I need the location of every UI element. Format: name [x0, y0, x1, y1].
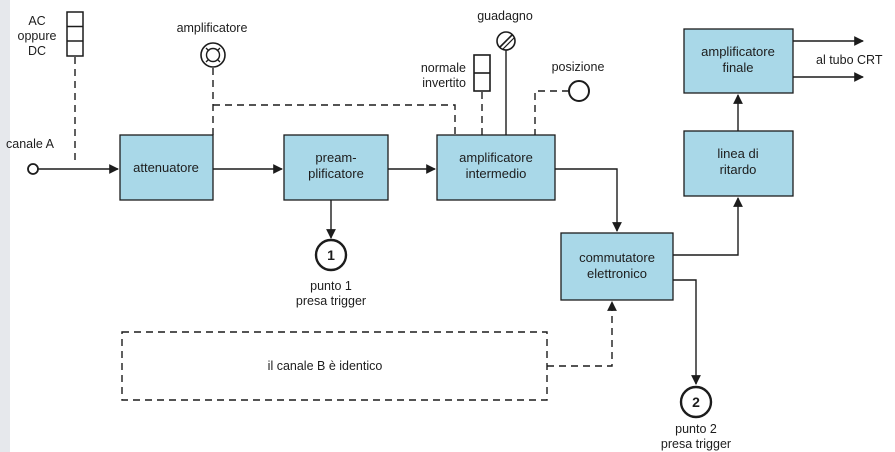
attenuator-knob-icon[interactable] [200, 42, 226, 68]
invertito-label: invertito [422, 76, 466, 90]
ac-dc-switch[interactable] [66, 11, 84, 57]
guadagno-label: guadagno [477, 9, 533, 23]
wire-commutatore-to-ritardo [673, 197, 743, 256]
block-preamplificatore: pream- plificatore [283, 134, 389, 201]
block-amplificatore-intermedio: amplificatore intermedio [436, 134, 556, 201]
posizione-label: posizione [552, 60, 605, 74]
punto1-trigger-label: presa trigger [296, 294, 366, 308]
intermedio-label-2: intermedio [466, 166, 527, 181]
trigger-point-2-icon[interactable] [679, 385, 713, 419]
canale-b-label: il canale B è identico [268, 359, 383, 373]
ac-dc-label-1: AC [28, 14, 45, 28]
page-edge-strip [0, 0, 10, 452]
commutatore-label-2: elettronico [587, 266, 647, 281]
ac-dc-label-2: oppure [18, 29, 57, 43]
trigger-point-2-number: 2 [692, 394, 700, 410]
attenuatore-label: attenuatore [133, 160, 199, 175]
wire-commutatore-to-trigger2 [673, 279, 701, 385]
canale-a-label: canale A [6, 137, 55, 151]
preamplificatore-label-1: pream- [315, 150, 356, 165]
knob-control-line-to-intermediate [213, 104, 456, 135]
finale-label-2: finale [722, 60, 753, 75]
ritardo-label-1: linea di [717, 146, 758, 161]
punto2-trigger-label: presa trigger [661, 437, 731, 451]
polarity-switch[interactable] [473, 54, 491, 92]
finale-label-1: amplificatore [701, 44, 775, 59]
intermedio-label-1: amplificatore [459, 150, 533, 165]
ritardo-label-2: ritardo [720, 162, 757, 177]
preamplificatore-label-2: plificatore [308, 166, 364, 181]
block-linea-di-ritardo: linea di ritardo [683, 130, 794, 197]
gain-knob-icon[interactable] [496, 31, 516, 51]
trigger-point-1-icon[interactable] [314, 238, 348, 272]
commutatore-label-1: commutatore [579, 250, 655, 265]
block-attenuatore: attenuatore [119, 134, 214, 201]
position-knob-icon[interactable] [568, 80, 590, 102]
normale-label: normale [421, 61, 466, 75]
block-amplificatore-finale: amplificatore finale [683, 28, 794, 94]
trigger-point-1-number: 1 [327, 247, 335, 263]
position-control-line [534, 90, 569, 135]
punto2-label: punto 2 [675, 422, 717, 436]
punto1-label: punto 1 [310, 279, 352, 293]
wire-intermedio-to-commutatore [555, 168, 622, 232]
block-commutatore-elettronico: commutatore elettronico [560, 232, 674, 301]
canale-b-to-commutatore [547, 301, 617, 367]
amplificatore-knob-label: amplificatore [177, 21, 248, 35]
al-tubo-crt-label: al tubo CRT [816, 53, 883, 67]
ac-dc-label-3: DC [28, 44, 46, 58]
input-terminal-icon[interactable] [27, 163, 39, 175]
